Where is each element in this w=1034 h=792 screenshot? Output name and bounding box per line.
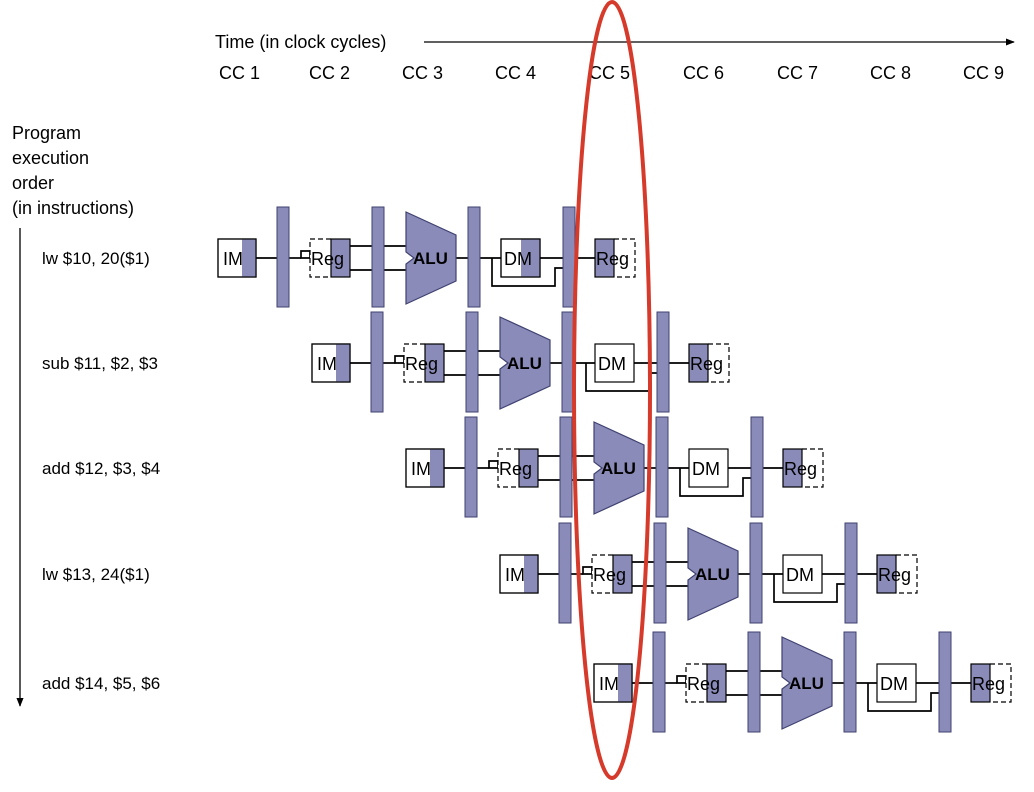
pipeline-register-2 [747,631,761,733]
program-order-line-1: Program [12,123,81,143]
instruction-1-label: lw $10, 20($1) [42,249,150,268]
pipeline-row-4: IM Reg ALU DM Reg [499,522,918,624]
alu-stage: ALU [593,421,645,515]
reg-write-stage: Reg [782,448,824,488]
reg-read-label: Reg [311,249,344,269]
program-order-line-2: execution [12,148,89,168]
instruction-2-label: sub $11, $2, $3 [42,354,158,373]
pipeline-register-1 [276,206,290,308]
pipeline-register-4 [938,631,952,733]
instruction-4-label: lw $13, 24($1) [42,565,150,584]
reg-read-label: Reg [405,354,438,374]
im-label: IM [411,459,431,479]
im-stage: IM [311,343,351,383]
reg-read-stage: Reg [309,238,351,278]
program-order-line-4: (in instructions) [12,198,134,218]
im-stage: IM [217,238,257,278]
pipeline-register-3 [655,416,669,518]
pipeline-register-1 [370,311,384,413]
alu-stage: ALU [687,527,739,621]
cc-label-4: CC 4 [495,63,536,83]
reg-read-label: Reg [593,565,626,585]
pipeline-register-2 [465,311,479,413]
im-label: IM [223,249,243,269]
dm-stage: DM [500,238,541,278]
reg-write-label: Reg [972,674,1005,694]
dm-stage: DM [594,343,635,383]
dm-label: DM [786,565,814,585]
reg-write-stage: Reg [688,343,730,383]
instruction-5-label: add $14, $5, $6 [42,674,160,693]
cc-label-2: CC 2 [309,63,350,83]
cc-label-6: CC 6 [683,63,724,83]
dm-stage: DM [782,554,823,594]
alu-label: ALU [413,249,448,268]
dm-label: DM [880,674,908,694]
clock-cycle-labels: CC 1 CC 2 CC 3 CC 4 CC 5 CC 6 CC 7 CC 8 CC 9 [219,63,1004,83]
program-order-line-3: order [12,173,54,193]
cc-label-7: CC 7 [777,63,818,83]
cc5-highlight-ellipse [572,0,652,780]
pipeline-register-4 [844,522,858,624]
im-stage: IM [499,554,539,594]
pipeline-row-1: IM Reg ALU DM Reg [217,206,636,308]
im-stage: IM [593,663,633,703]
cc-label-1: CC 1 [219,63,260,83]
dm-stage: DM [876,663,917,703]
pipeline-register-2 [371,206,385,308]
reg-write-label: Reg [690,354,723,374]
pipeline-register-1 [464,416,478,518]
alu-stage: ALU [405,211,457,305]
instruction-labels: lw $10, 20($1) sub $11, $2, $3 add $12, $3… [42,249,160,693]
reg-read-stage: Reg [497,448,539,488]
pipeline-row-3: IM Reg ALU DM Reg [405,416,824,518]
im-label: IM [599,674,619,694]
reg-write-label: Reg [596,249,629,269]
reg-write-label: Reg [878,565,911,585]
alu-label: ALU [601,459,636,478]
dm-label: DM [598,354,626,374]
cc-label-8: CC 8 [870,63,911,83]
reg-write-stage: Reg [876,554,918,594]
dm-stage: DM [688,448,729,488]
cc-label-3: CC 3 [402,63,443,83]
im-stage: IM [405,448,445,488]
alu-label: ALU [507,354,542,373]
reg-read-label: Reg [687,674,720,694]
pipeline-row-2: IM Reg ALU DM Reg [311,311,730,413]
pipeline-register-3 [843,631,857,733]
pipeline-register-2 [559,416,573,518]
cc-label-5: CC 5 [589,63,630,83]
pipeline-register-1 [652,631,666,733]
dm-label: DM [692,459,720,479]
instruction-3-label: add $12, $3, $4 [42,459,160,478]
reg-read-stage: Reg [591,554,633,594]
im-label: IM [505,565,525,585]
pipeline-register-1 [558,522,572,624]
alu-stage: ALU [499,316,551,410]
im-label: IM [317,354,337,374]
program-order-label: Program execution order (in instructions… [12,123,134,218]
reg-write-stage: Reg [970,663,1012,703]
pipeline-row-5: IM Reg ALU DM Reg [593,631,1012,733]
alu-stage: ALU [781,636,833,730]
pipeline-register-4 [656,311,670,413]
pipeline-register-4 [750,416,764,518]
reg-write-stage: Reg [594,238,636,278]
reg-read-stage: Reg [403,343,445,383]
time-axis-label: Time (in clock cycles) [215,32,386,52]
pipeline-register-3 [749,522,763,624]
reg-write-label: Reg [784,459,817,479]
alu-label: ALU [789,674,824,693]
pipeline-register-3 [467,206,481,308]
alu-label: ALU [695,565,730,584]
reg-read-label: Reg [499,459,532,479]
cc-label-9: CC 9 [963,63,1004,83]
pipeline-register-2 [653,522,667,624]
dm-label: DM [504,249,532,269]
reg-read-stage: Reg [685,663,727,703]
